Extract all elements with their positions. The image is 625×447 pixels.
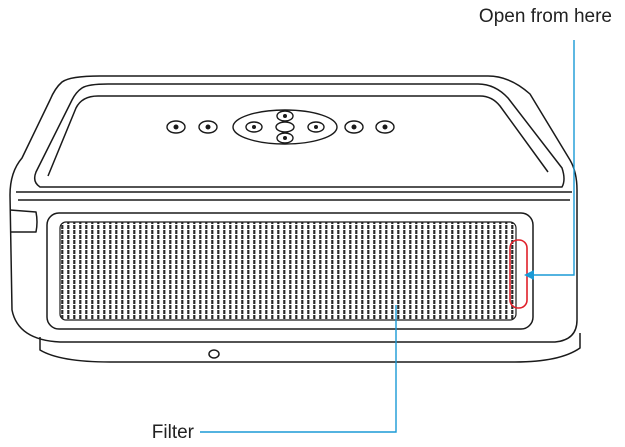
side-port xyxy=(9,209,38,233)
top-lid xyxy=(33,83,565,188)
top-lid-inner xyxy=(47,95,549,177)
open-from-here-label: Open from here xyxy=(479,6,612,27)
filter-leader xyxy=(200,305,397,433)
filter-grille xyxy=(59,221,517,321)
control-panel xyxy=(166,109,395,145)
filter-label: Filter xyxy=(152,422,195,443)
projector xyxy=(9,75,581,363)
filter-mesh xyxy=(59,221,517,321)
projector-body xyxy=(9,75,578,343)
tripod-hole xyxy=(208,349,220,359)
projector-base xyxy=(39,333,581,363)
open-leader-arrowhead xyxy=(524,270,534,280)
ok-icon[interactable] xyxy=(275,121,295,133)
open-leader xyxy=(530,40,575,276)
